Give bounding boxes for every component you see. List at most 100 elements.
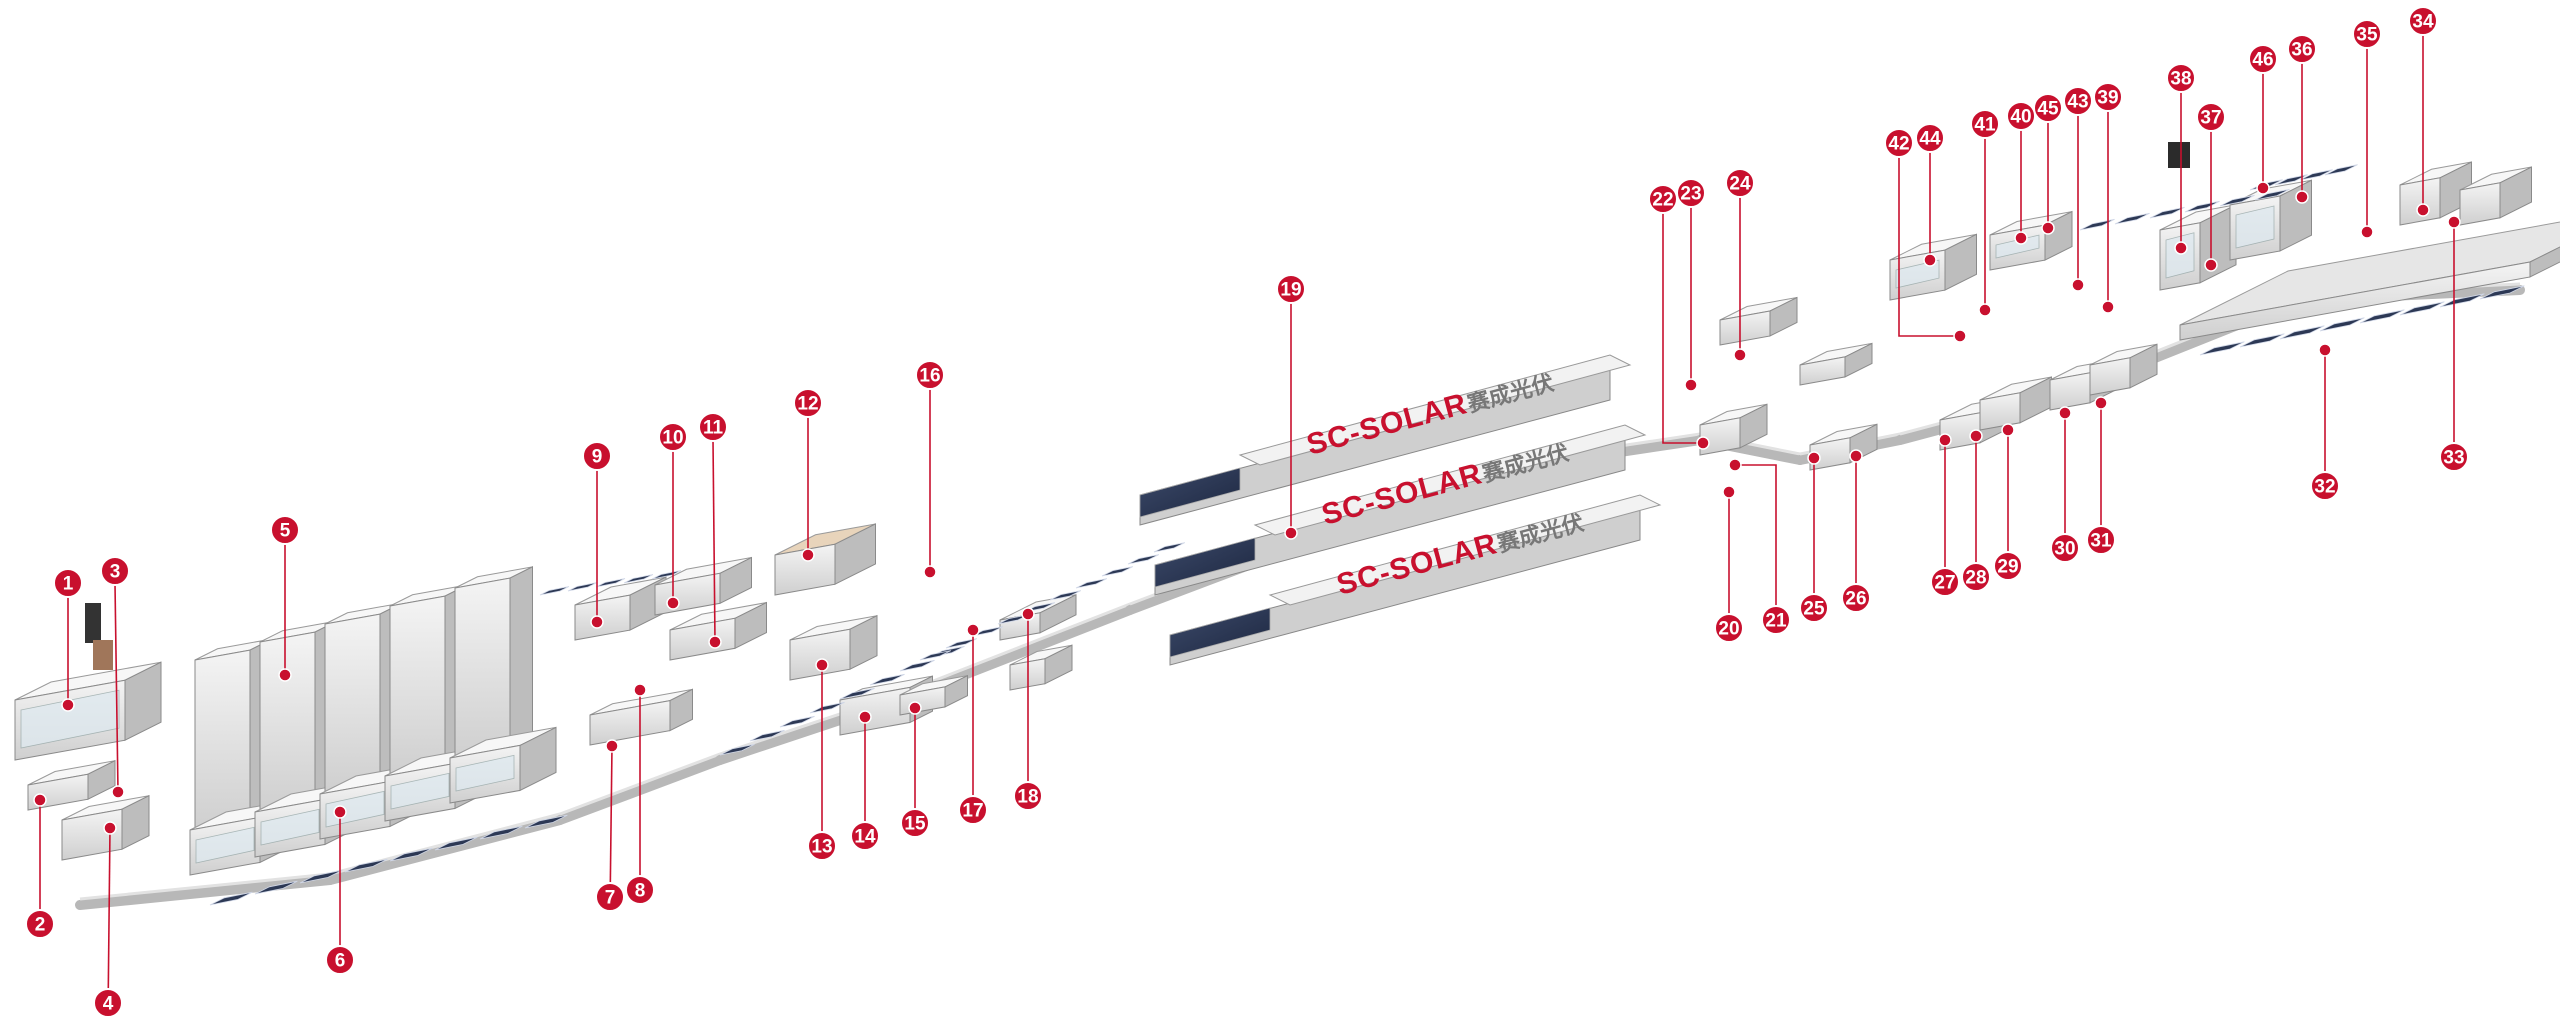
callout-badge-5: 5 <box>270 515 300 545</box>
callout-number: 11 <box>703 418 724 439</box>
solar-panel <box>779 715 815 728</box>
solar-panel <box>1127 554 1159 565</box>
callout-badge-33: 33 <box>2439 442 2469 472</box>
callout-anchor-1 <box>61 698 75 712</box>
callout-number: 10 <box>662 428 683 449</box>
callout-circle <box>53 568 83 598</box>
callout-number: 3 <box>110 562 121 583</box>
callout-circle <box>2166 63 2196 93</box>
conveyor-rail-edge <box>79 872 331 901</box>
machine-unit <box>1889 233 1977 301</box>
callout-number: 32 <box>2314 477 2335 498</box>
callout-badge-14: 14 <box>850 821 880 851</box>
robot-cell <box>774 523 876 596</box>
callout-circle <box>915 360 945 390</box>
callout-number: 29 <box>1997 557 2018 578</box>
callout-anchor-43 <box>2071 278 2085 292</box>
callout-anchor-44 <box>1923 253 1937 267</box>
callout-badge-34: 34 <box>2408 6 2438 36</box>
callout-badge-25: 25 <box>1799 593 1829 623</box>
callout-number: 18 <box>1017 787 1038 808</box>
callout-number: 30 <box>2054 539 2075 560</box>
callout-badge-8: 8 <box>625 875 655 905</box>
callout-number: 19 <box>1280 280 1301 301</box>
callout-circle <box>1930 567 1960 597</box>
solar-panel <box>2439 293 2485 308</box>
callout-badge-2: 2 <box>25 909 55 939</box>
callout-number: 20 <box>1718 619 1739 640</box>
solar-panel <box>2479 285 2525 300</box>
callout-anchor-28 <box>1969 429 1983 443</box>
callout-badge-20: 20 <box>1714 613 1744 643</box>
callout-circle <box>100 556 130 586</box>
machine-unit <box>2459 166 2532 226</box>
callout-badge-31: 31 <box>2086 525 2116 555</box>
solar-panel <box>749 729 785 742</box>
machine-unit <box>1699 403 1768 456</box>
callout-badge-22: 22 <box>1648 184 1678 214</box>
callout-number: 9 <box>592 447 603 468</box>
callout-anchor-19 <box>1284 526 1298 540</box>
callout-number: 42 <box>1888 134 1909 155</box>
solar-panel <box>945 638 977 649</box>
solar-panel <box>2359 309 2405 324</box>
solar-panel <box>1049 590 1081 601</box>
callout-number: 16 <box>919 366 940 387</box>
solar-panel <box>2149 206 2185 219</box>
callout-circle <box>2287 34 2317 64</box>
callout-anchor-35 <box>2360 225 2374 239</box>
callout-circle <box>1841 583 1871 613</box>
callout-circle <box>625 875 655 905</box>
solar-panel <box>344 858 388 873</box>
callout-circle <box>793 388 823 418</box>
callout-badge-38: 38 <box>2166 63 2196 93</box>
callout-anchor-41 <box>1978 303 1992 317</box>
solar-panel <box>389 847 433 862</box>
solar-panel <box>2199 341 2245 356</box>
callout-anchor-39 <box>2101 300 2115 314</box>
callout-badge-17: 17 <box>958 795 988 825</box>
callout-badge-30: 30 <box>2050 533 2080 563</box>
callout-leader-42 <box>1898 156 1960 337</box>
callout-leader-21 <box>1735 464 1777 633</box>
callout-circle <box>2408 6 2438 36</box>
solar-panel <box>1075 578 1107 589</box>
callout-badge-41: 41 <box>1970 109 2000 139</box>
callout-anchor-9 <box>590 615 604 629</box>
machine-unit <box>61 794 150 861</box>
callout-badge-1: 1 <box>53 568 83 598</box>
solar-panel <box>1153 542 1185 553</box>
solar-panel <box>719 743 755 756</box>
callout-badge-29: 29 <box>1993 551 2023 581</box>
callout-circle <box>2439 442 2469 472</box>
callout-anchor-24 <box>1733 348 1747 362</box>
callout-circle <box>900 808 930 838</box>
callout-anchor-37 <box>2204 258 2218 272</box>
callout-number: 37 <box>2200 108 2221 129</box>
callout-anchor-13 <box>815 658 829 672</box>
callout-number: 1 <box>63 574 74 595</box>
callout-leader-3 <box>114 583 119 793</box>
material-stack <box>93 640 113 670</box>
callout-badge-32: 32 <box>2310 471 2340 501</box>
solar-panel <box>595 578 626 588</box>
callout-anchor-18 <box>1021 607 1035 621</box>
callout-number: 23 <box>1680 184 1701 205</box>
callout-anchor-4 <box>103 821 117 835</box>
callout-anchor-31 <box>2094 396 2108 410</box>
callout-anchor-14 <box>858 710 872 724</box>
callout-number: 46 <box>2252 50 2273 71</box>
callout-badge-4: 4 <box>93 988 123 1018</box>
callout-circle <box>807 831 837 861</box>
callout-leader-4 <box>107 827 111 1017</box>
callout-number: 45 <box>2037 99 2059 120</box>
solar-panel <box>869 673 905 686</box>
callout-anchor-27 <box>1938 433 1952 447</box>
callout-circle <box>958 795 988 825</box>
callout-circle <box>582 441 612 471</box>
callout-anchor-36 <box>2295 190 2309 204</box>
solar-panel <box>2319 317 2365 332</box>
machine-unit <box>2229 179 2312 261</box>
